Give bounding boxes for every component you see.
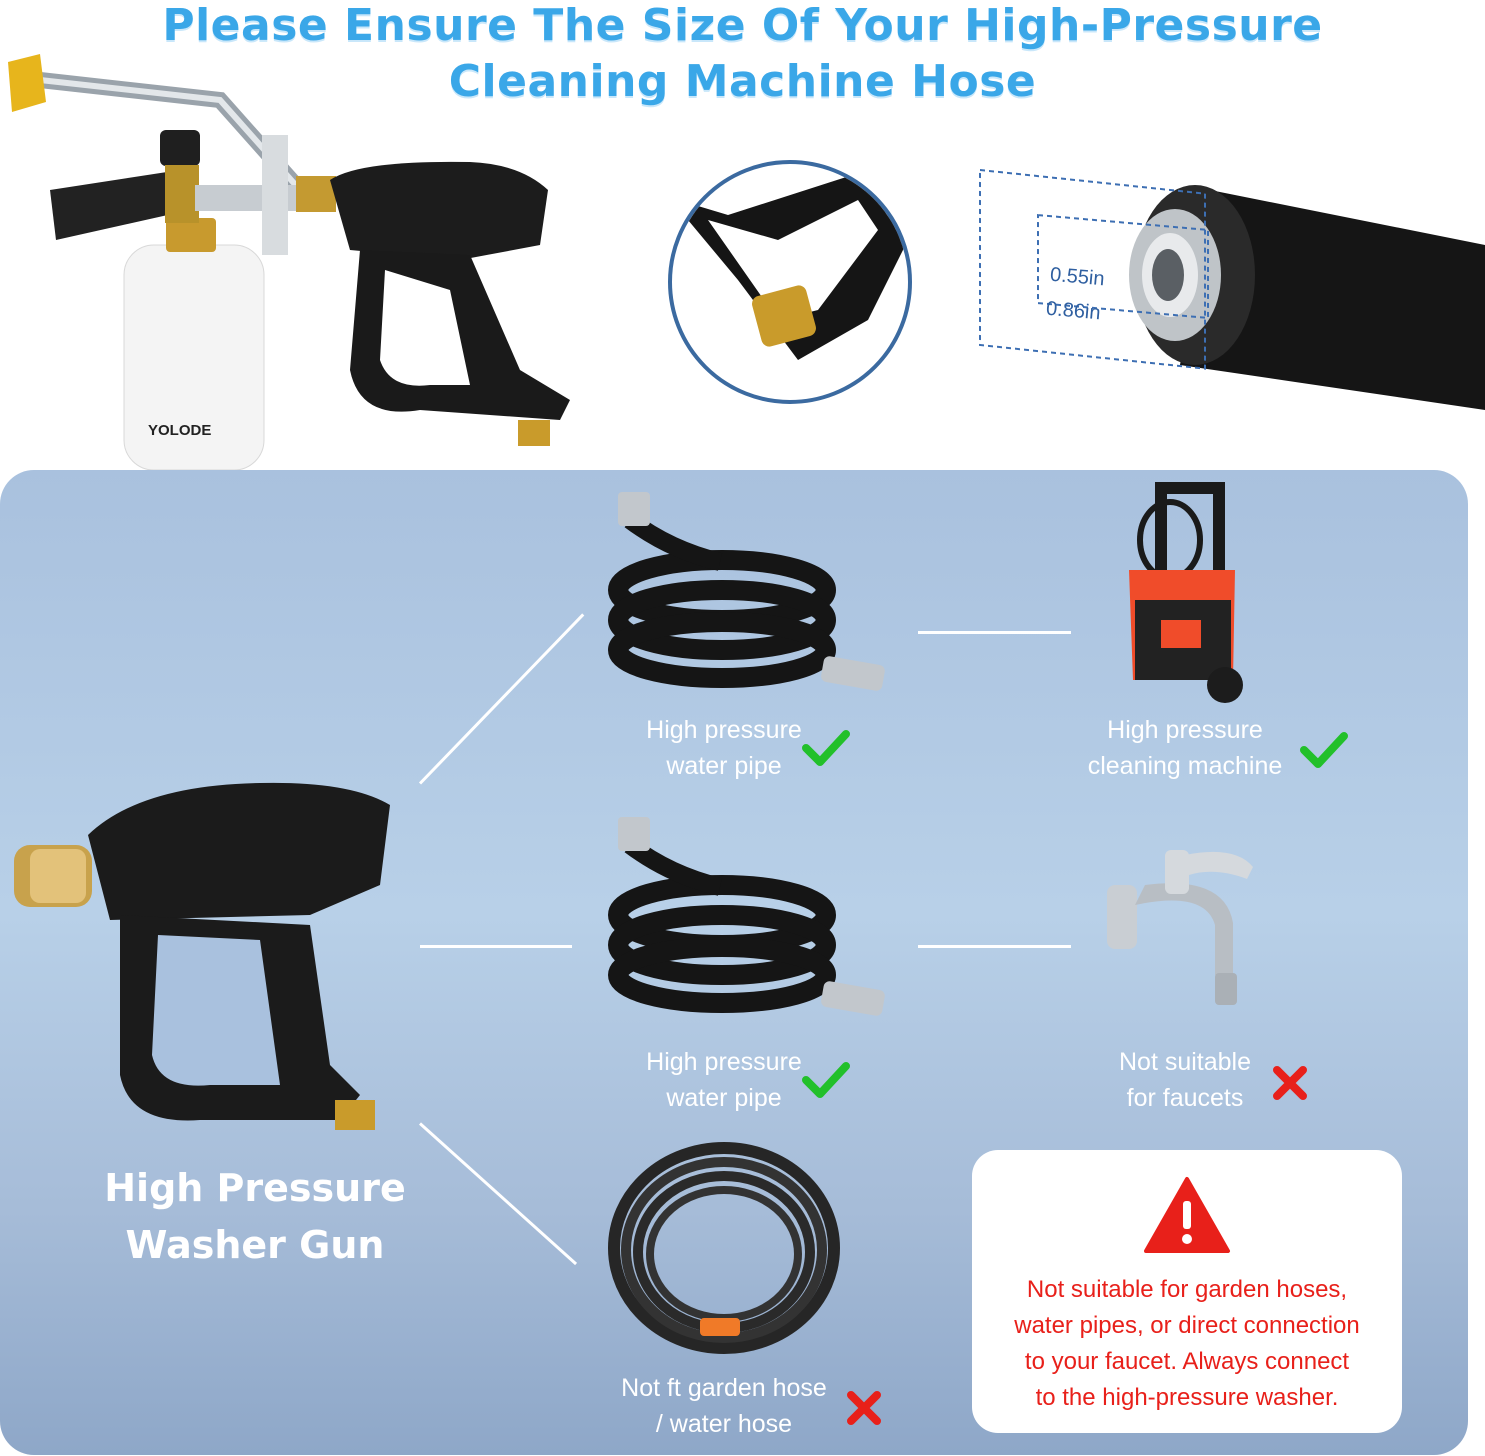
headline-line-1: Please Ensure The Size Of Your High-Pres… xyxy=(162,0,1323,51)
check-icon xyxy=(802,1062,850,1098)
caption-faucet: Not suitable for faucets xyxy=(1095,1044,1275,1116)
headline-line-2: Cleaning Machine Hose xyxy=(448,56,1037,107)
faucet-icon xyxy=(1107,850,1253,1005)
connector-line-middle-right xyxy=(918,945,1071,948)
warning-triangle-icon xyxy=(1144,1177,1230,1253)
caption-hose-2-line-2: water pipe xyxy=(666,1084,782,1112)
caption-garden-hose-line-1: Not ft garden hose xyxy=(621,1374,827,1402)
warning-box: Not suitable for garden hoses, water pip… xyxy=(972,1150,1402,1433)
cross-icon xyxy=(1273,1066,1307,1100)
washer-gun-icon xyxy=(14,782,390,1130)
brand-logo: YOLODE xyxy=(148,422,212,439)
connector-line-top-right xyxy=(918,631,1071,634)
caption-garden-hose-line-2: / water hose xyxy=(655,1410,793,1438)
caption-machine: High pressure cleaning machine xyxy=(1070,712,1300,784)
warning-line-2: water pipes, or direct connection xyxy=(1014,1312,1360,1339)
caption-machine-line-1: High pressure xyxy=(1107,716,1263,744)
warning-line-4: to the high-pressure washer. xyxy=(1035,1384,1339,1411)
thread-zoom-circle xyxy=(668,160,912,404)
caption-hose-1-line-2: water pipe xyxy=(666,752,782,780)
caption-faucet-line-2: for faucets xyxy=(1126,1084,1244,1112)
connector-line-middle xyxy=(420,945,572,948)
caption-hose-1: High pressure water pipe xyxy=(600,712,848,784)
caption-faucet-line-1: Not suitable xyxy=(1118,1048,1252,1076)
caption-garden-hose: Not ft garden hose / water hose xyxy=(600,1370,848,1442)
garden-hose-icon xyxy=(608,1142,840,1354)
gun-title-line-1: High Pressure xyxy=(104,1166,406,1210)
inner-diameter-label: 0.55in xyxy=(1049,263,1106,291)
foam-cannon-gun-illustration xyxy=(8,54,570,471)
caption-hose-2: High pressure water pipe xyxy=(600,1044,848,1116)
pressure-washer-icon xyxy=(1129,482,1243,703)
caption-machine-line-2: cleaning machine xyxy=(1087,752,1283,780)
outer-diameter-label: 0.86in xyxy=(1045,297,1102,325)
gun-title-line-2: Washer Gun xyxy=(125,1223,385,1267)
warning-text: Not suitable for garden hoses, water pip… xyxy=(972,1272,1402,1416)
hose-icon xyxy=(608,492,885,691)
hose-fitting-dimension-diagram xyxy=(979,168,1485,410)
caption-hose-2-line-1: High pressure xyxy=(646,1048,802,1076)
warning-line-3: to your faucet. Always connect xyxy=(1024,1348,1350,1375)
warning-line-1: Not suitable for garden hoses, xyxy=(1026,1276,1348,1303)
caption-hose-1-line-1: High pressure xyxy=(646,716,802,744)
hose-icon xyxy=(608,817,885,1016)
check-icon xyxy=(802,730,850,766)
cross-icon xyxy=(847,1391,881,1425)
check-icon xyxy=(1300,732,1348,768)
